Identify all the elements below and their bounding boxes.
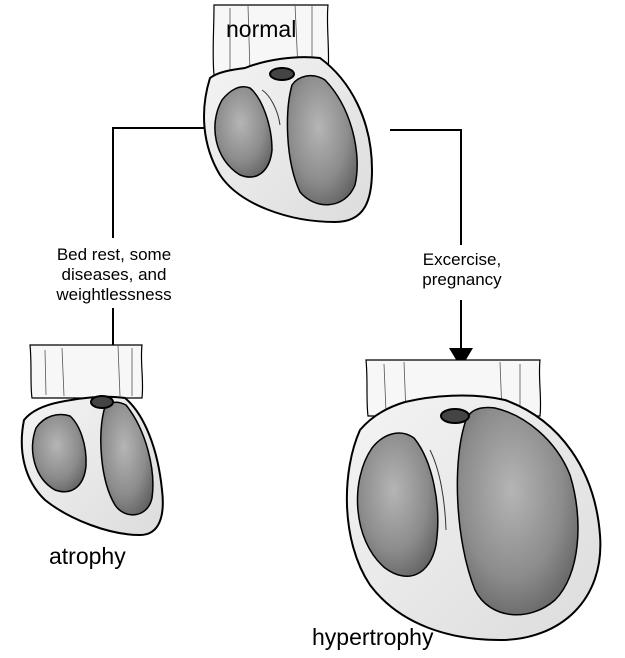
condition-atrophy-line-3: weightlessness <box>43 285 185 305</box>
connector-right <box>390 130 461 350</box>
connector-left <box>113 128 205 348</box>
label-hypertrophy: hypertrophy <box>312 624 433 651</box>
condition-hypertrophy-text: Excercise, pregnancy <box>412 250 512 290</box>
label-atrophy: atrophy <box>49 543 126 570</box>
condition-atrophy-line-1: Bed rest, some <box>43 245 185 265</box>
atrophy-heart-illustration <box>22 345 163 535</box>
label-normal: normal <box>226 16 296 43</box>
hypertrophy-heart-illustration <box>347 360 601 640</box>
condition-atrophy-text: Bed rest, some diseases, and weightlessn… <box>43 245 185 305</box>
condition-hypertrophy-line-2: pregnancy <box>412 270 512 290</box>
condition-hypertrophy-line-1: Excercise, <box>412 250 512 270</box>
condition-atrophy-line-2: diseases, and <box>43 265 185 285</box>
